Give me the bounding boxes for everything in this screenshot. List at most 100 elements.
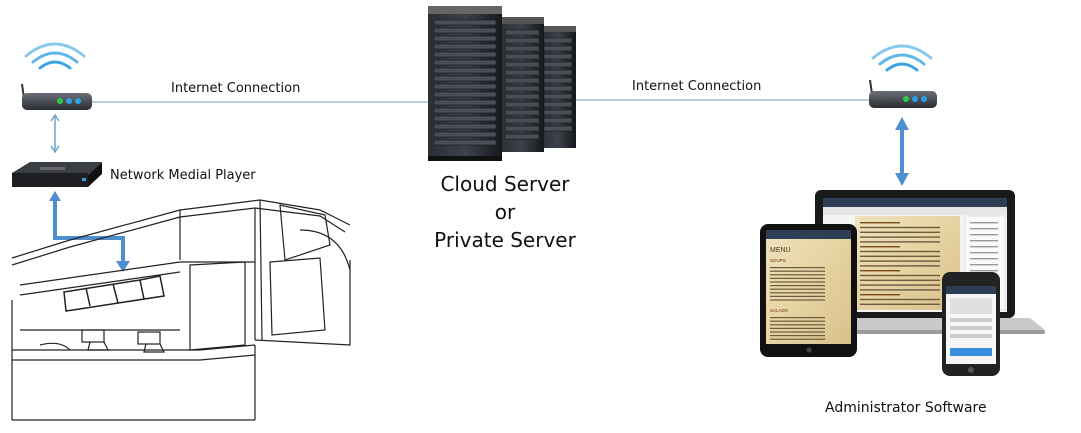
laptop-panel-line <box>970 264 998 266</box>
tablet-menu-line <box>770 270 825 272</box>
tablet-menu-line <box>770 295 825 297</box>
server-drive-slot <box>433 107 497 114</box>
laptop-panel-line <box>970 270 998 272</box>
tablet-menu-line <box>770 327 825 329</box>
tablet-menu-line <box>770 331 825 333</box>
server-drive-slot <box>433 67 497 74</box>
tablet-menu-line <box>770 292 825 294</box>
server-drive-slot <box>504 77 540 84</box>
server-drive-slot <box>433 59 497 66</box>
media-player-icon <box>12 162 102 187</box>
server-drive-slot <box>504 29 540 36</box>
tablet-menu-title: MENU <box>770 247 791 254</box>
tablet-menu-line <box>770 274 825 276</box>
tablet-section-salads: SALADS <box>770 308 788 313</box>
server-drive-slot <box>504 125 540 132</box>
server-drive-slot <box>433 131 497 138</box>
server-drive-slot <box>433 83 497 90</box>
server-drive-slot <box>433 99 497 106</box>
laptop-menu-line <box>860 298 940 301</box>
server-label: Cloud Server or Private Server <box>420 170 590 254</box>
menu-board-screens <box>63 275 165 312</box>
laptop-panel-line <box>970 246 998 248</box>
laptop-menu-line <box>860 294 900 296</box>
server-drive-slot <box>433 43 497 50</box>
tablet-menu-line <box>770 338 825 340</box>
media-player-label: Network Medial Player <box>110 168 256 183</box>
tablet-menu-line <box>770 267 825 269</box>
server-drive-slot <box>504 85 540 92</box>
laptop-menu-line <box>860 270 900 272</box>
laptop-panel-line <box>970 222 998 224</box>
server-drive-slot <box>504 69 540 76</box>
server-label-line-2: or <box>494 200 516 224</box>
server-drive-slot <box>433 139 497 146</box>
server-drive-slot <box>543 85 573 92</box>
right-connection-label: Internet Connection <box>632 79 762 94</box>
laptop-menu-line <box>860 231 940 233</box>
laptop-menu-line <box>860 241 940 243</box>
admin-software-label: Administrator Software <box>825 400 987 416</box>
server-drive-slot <box>504 109 540 116</box>
server-drive-slot <box>504 133 540 140</box>
server-drive-slot <box>543 37 573 44</box>
server-drive-slot <box>543 117 573 124</box>
server-drive-slot <box>543 109 573 116</box>
phone-icon <box>942 272 1000 376</box>
laptop-panel-line <box>970 258 998 260</box>
tablet-menu-line <box>770 335 825 337</box>
laptop-panel-line <box>970 252 998 254</box>
server-drive-slot <box>504 37 540 44</box>
laptop-menu-line <box>860 255 940 257</box>
laptop-menu-line <box>860 265 940 267</box>
server-drive-slot <box>433 91 497 98</box>
laptop-panel-line <box>970 228 998 230</box>
right-router-icon <box>869 79 937 108</box>
server-label-line-3: Private Server <box>434 228 576 252</box>
server-drive-slot <box>543 125 573 132</box>
laptop-panel-line <box>970 240 998 242</box>
server-drive-slot <box>433 27 497 34</box>
tablet-menu-line <box>770 324 825 326</box>
laptop-menu-line <box>860 284 940 286</box>
laptop-menu-line <box>860 250 940 253</box>
laptop-menu-line <box>860 274 940 277</box>
tablet-menu-line <box>770 299 825 301</box>
tablet-menu-line <box>770 320 825 322</box>
tablet-menu-line <box>770 285 825 287</box>
laptop-menu-line <box>860 303 940 305</box>
server-drive-slot <box>543 77 573 84</box>
laptop-menu-line <box>860 289 940 291</box>
left-connection-label: Internet Connection <box>171 81 301 96</box>
laptop-panel-line <box>970 234 998 236</box>
server-drive-slot <box>543 93 573 100</box>
server-drive-slot <box>543 61 573 68</box>
server-drive-slot <box>433 75 497 82</box>
server-drive-slot <box>433 19 497 26</box>
left-router-icon <box>21 83 92 110</box>
laptop-menu-lines <box>860 222 998 305</box>
tablet-menu-line <box>770 277 825 279</box>
player-to-board-arrow <box>49 191 130 272</box>
server-drive-slot <box>543 45 573 52</box>
server-drive-slot <box>433 35 497 42</box>
server-drive-slot <box>543 101 573 108</box>
server-drive-slot <box>504 117 540 124</box>
server-drive-slot <box>433 123 497 130</box>
server-slots <box>433 19 573 146</box>
tablet-menu-line <box>770 288 825 290</box>
server-drive-slot <box>504 45 540 52</box>
laptop-menu-line <box>860 279 940 281</box>
right-wifi-icon <box>871 44 933 72</box>
store-sketch <box>11 199 351 421</box>
server-drive-slot <box>543 69 573 76</box>
server-drive-slot <box>433 51 497 58</box>
server-drive-slot <box>433 115 497 122</box>
server-drive-slot <box>504 53 540 60</box>
server-drive-slot <box>504 61 540 68</box>
laptop-menu-line <box>860 260 940 262</box>
laptop-menu-line <box>860 226 940 229</box>
router-admin-arrow <box>895 117 909 186</box>
